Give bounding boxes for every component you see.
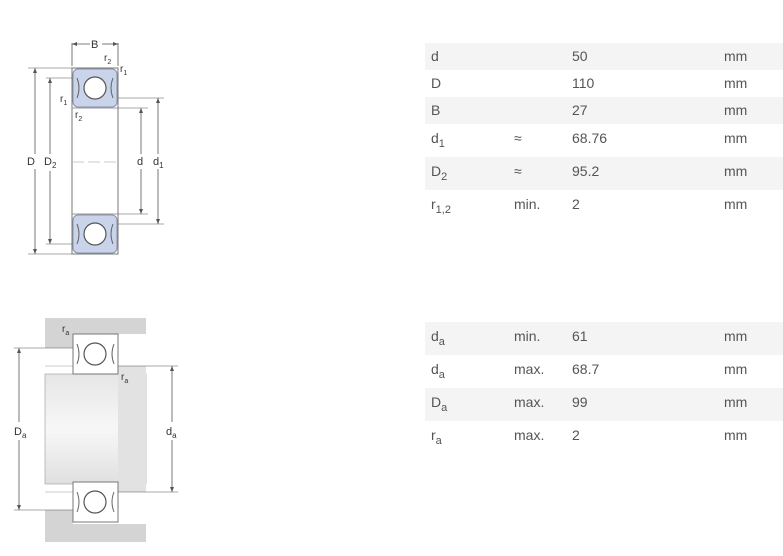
abutment-row-da-max: da max. 68.7 mm xyxy=(425,355,783,388)
bottom-ball-abutment xyxy=(83,490,107,514)
value: 2 xyxy=(572,196,580,212)
unit: mm xyxy=(724,394,748,410)
dimension-row-r12: r1,2 min. 2 mm xyxy=(425,190,783,223)
dimension-row-d: d 50 mm xyxy=(425,43,783,70)
shaft-shoulder xyxy=(118,366,146,492)
label-B: B xyxy=(91,39,98,51)
unit: mm xyxy=(724,196,748,212)
value: 50 xyxy=(572,48,588,64)
abutment-row-da-min: da min. 61 mm xyxy=(425,322,783,355)
qualifier: max. xyxy=(514,427,545,443)
symbol: ra xyxy=(431,427,442,447)
label-r2-mid: r2 xyxy=(75,110,82,123)
unit: mm xyxy=(724,75,748,91)
label-d: d xyxy=(137,156,143,168)
housing-bottom xyxy=(45,524,146,542)
value: 2 xyxy=(572,427,580,443)
qualifier: ≈ xyxy=(514,130,522,146)
qualifier: ≈ xyxy=(514,163,522,179)
label-D: D xyxy=(27,156,35,168)
symbol: D xyxy=(431,75,442,91)
value: 27 xyxy=(572,102,588,118)
bearing-dimension-drawing: B r2 r1 r1 r2 D D2 d d1 xyxy=(20,34,170,259)
qualifier: max. xyxy=(514,361,545,377)
label-D2: D2 xyxy=(44,156,57,170)
symbol: da xyxy=(431,361,445,381)
value: 68.76 xyxy=(572,130,608,146)
top-ball xyxy=(83,76,107,100)
top-bearing-section xyxy=(72,333,119,375)
unit: mm xyxy=(724,427,748,443)
top-ball-abutment xyxy=(83,342,107,366)
top-seal-lips xyxy=(76,77,114,99)
label-d1: d1 xyxy=(153,156,164,170)
label-ra-top: ra xyxy=(62,324,69,337)
abutment-row-Da-max: Da max. 99 mm xyxy=(425,388,783,421)
label-r2-top: r2 xyxy=(104,53,111,66)
value: 61 xyxy=(572,328,588,344)
label-Da: Da xyxy=(14,426,27,440)
top-seal-lips-abutment xyxy=(76,343,115,365)
symbol: d xyxy=(431,48,439,64)
symbol: Da xyxy=(431,394,448,414)
qualifier: max. xyxy=(514,394,545,410)
dimension-row-B: B 27 mm xyxy=(425,97,783,124)
unit: mm xyxy=(724,102,748,118)
label-r1-top: r1 xyxy=(120,64,127,77)
qualifier: min. xyxy=(514,196,541,212)
dimension-row-D: D 110 mm xyxy=(425,70,783,97)
unit: mm xyxy=(724,48,748,64)
abutment-table: da min. 61 mm da max. 68.7 mm Da max. 99… xyxy=(425,322,783,454)
label-ra-mid: ra xyxy=(121,372,128,385)
dimensions-table: d 50 mm D 110 mm B 27 mm d1 ≈ 68.76 mm D… xyxy=(425,43,783,223)
value: 95.2 xyxy=(572,163,600,179)
unit: mm xyxy=(724,163,748,179)
dimension-row-d1: d1 ≈ 68.76 mm xyxy=(425,124,783,157)
symbol: r1,2 xyxy=(431,196,451,216)
qualifier: min. xyxy=(514,328,541,344)
value: 68.7 xyxy=(572,361,600,377)
symbol: d1 xyxy=(431,130,445,150)
housing-shoulder-top xyxy=(45,334,73,348)
bottom-seal-lips-abutment xyxy=(76,491,115,513)
abutment-row-ra-max: ra max. 2 mm xyxy=(425,421,783,454)
housing-top xyxy=(45,318,146,334)
unit: mm xyxy=(724,328,748,344)
bottom-bearing-section xyxy=(72,481,119,523)
unit: mm xyxy=(724,361,748,377)
unit: mm xyxy=(724,130,748,146)
label-da: da xyxy=(166,426,177,440)
housing-shoulder-bottom xyxy=(45,510,73,524)
symbol: D2 xyxy=(431,163,448,183)
b-arrowheads xyxy=(72,42,118,46)
bottom-ball xyxy=(83,222,107,246)
dimension-row-D2: D2 ≈ 95.2 mm xyxy=(425,157,783,190)
symbol: da xyxy=(431,328,445,348)
label-r1-left: r1 xyxy=(60,94,67,107)
abutment-dimension-drawing: ra ra Da da xyxy=(12,316,187,546)
bearing-dimension-svg: B r2 r1 r1 r2 D D2 d d1 xyxy=(27,39,164,255)
bottom-seal-lips xyxy=(76,223,114,245)
abutment-dimension-svg: ra ra Da da xyxy=(14,318,178,542)
symbol: B xyxy=(431,102,441,118)
value: 99 xyxy=(572,394,588,410)
value: 110 xyxy=(572,75,595,91)
